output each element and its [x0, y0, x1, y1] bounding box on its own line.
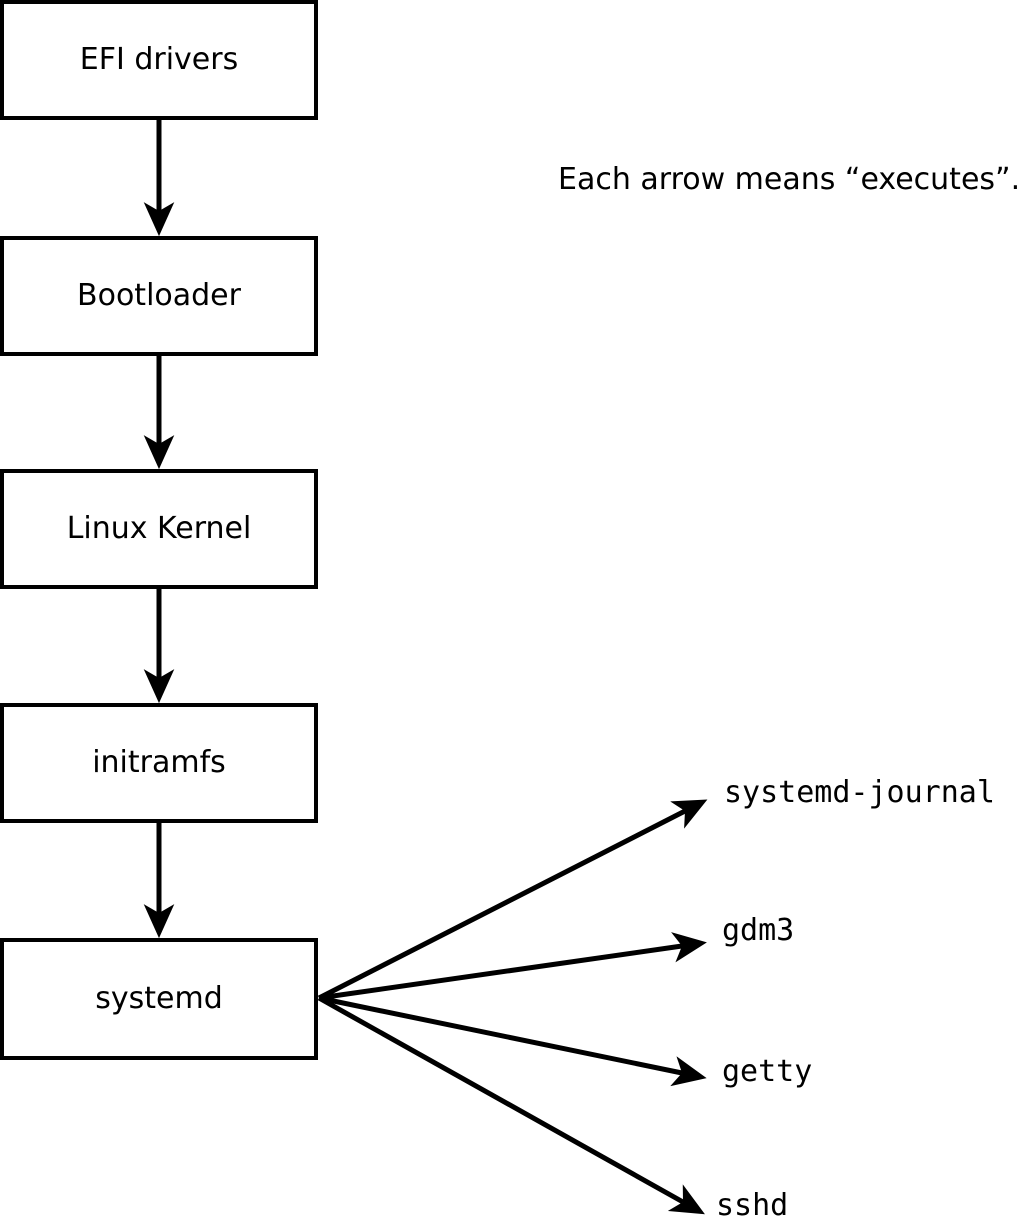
label-getty: getty [722, 1054, 813, 1089]
node-initramfs: initramfs [0, 703, 318, 823]
node-systemd-label: systemd [95, 981, 223, 1016]
node-systemd: systemd [0, 938, 318, 1060]
node-bootloader: Bootloader [0, 236, 318, 356]
label-sshd: sshd [716, 1188, 789, 1223]
node-bootloader-label: Bootloader [77, 278, 241, 313]
node-efi-drivers-label: EFI drivers [79, 42, 239, 77]
arrow-systemd-to-getty [318, 995, 707, 1087]
node-linux-kernel-label: Linux Kernel [66, 511, 252, 546]
label-gdm3: gdm3 [722, 913, 795, 948]
arrow-systemd-to-gdm3 [318, 932, 707, 1001]
label-systemd-journal: systemd-journal [724, 775, 995, 810]
node-efi-drivers: EFI drivers [0, 0, 318, 120]
node-linux-kernel: Linux Kernel [0, 469, 318, 589]
arrow-systemd-to-sshd [317, 995, 705, 1215]
arrow-systemd-to-journal [317, 799, 708, 1001]
arrow-meaning-note: Each arrow means “executes”. [558, 162, 1021, 197]
node-initramfs-label: initramfs [92, 745, 226, 780]
